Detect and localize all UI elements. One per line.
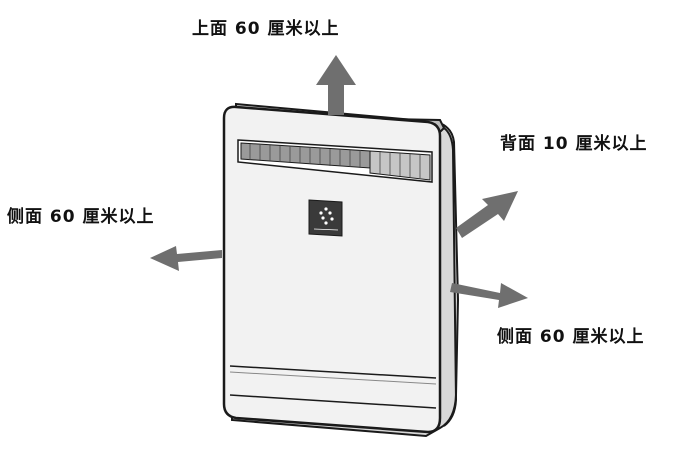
arrow-right-icon xyxy=(450,283,528,308)
right-side-clearance-label: 侧面 60 厘米以上 xyxy=(497,327,645,347)
left-side-clearance-label: 侧面 60 厘米以上 xyxy=(7,207,155,227)
purifier-front-panel xyxy=(222,105,442,434)
top-clearance-label: 上面 60 厘米以上 xyxy=(192,19,340,39)
arrow-left-icon xyxy=(150,246,222,271)
arrow-back-icon xyxy=(456,191,518,238)
arrow-up-icon xyxy=(316,55,356,115)
brand-logo-badge xyxy=(308,199,343,237)
back-clearance-label: 背面 10 厘米以上 xyxy=(500,134,648,154)
